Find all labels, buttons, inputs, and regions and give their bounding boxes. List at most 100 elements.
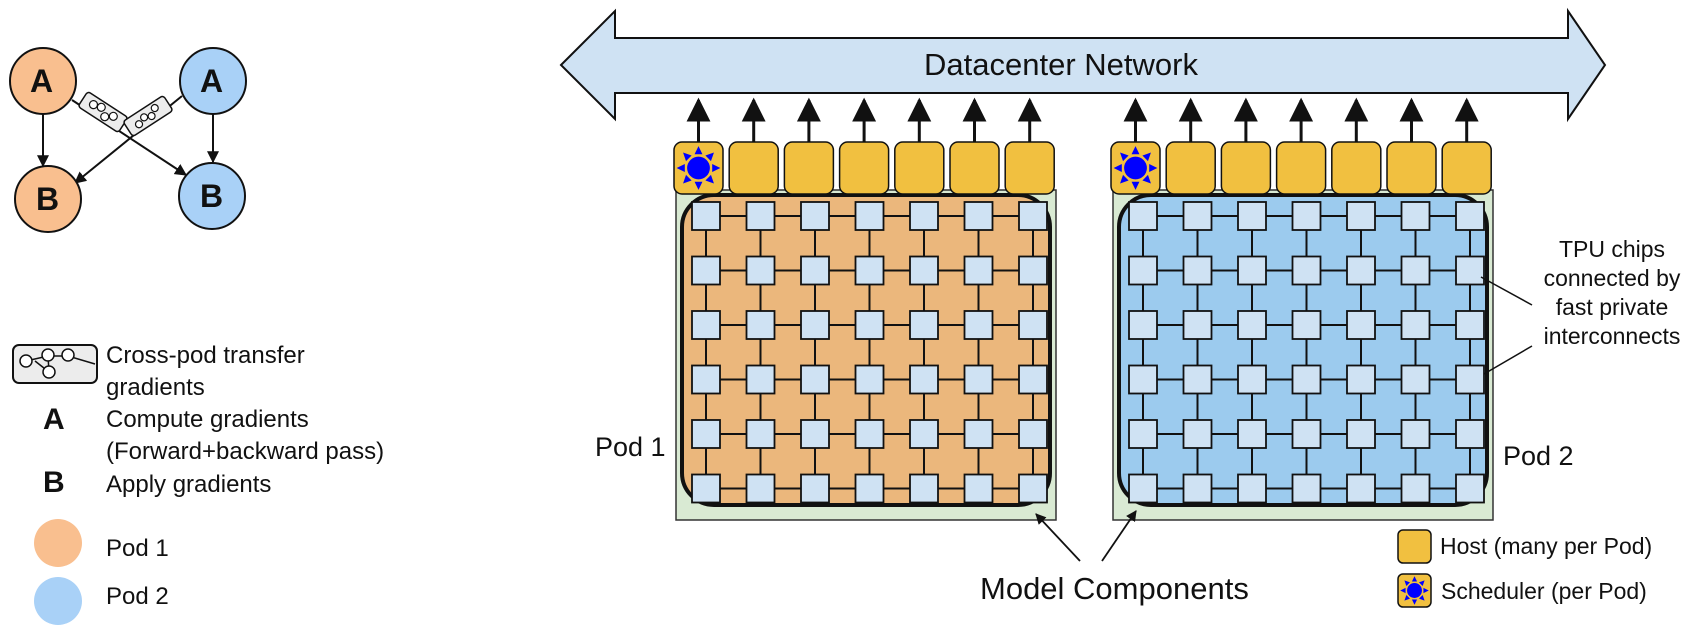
tpu-chip xyxy=(963,310,994,340)
legend-pod1-label: Pod 1 xyxy=(106,535,169,562)
sun-ray xyxy=(676,164,685,172)
legend-compute-label-2: (Forward+backward pass) xyxy=(106,438,385,465)
sun-ray xyxy=(1400,587,1406,594)
tpu-chip xyxy=(691,419,721,449)
tpu-chip xyxy=(1128,310,1158,340)
tpu-chip xyxy=(854,310,885,340)
host xyxy=(949,141,1000,195)
tpu-chip xyxy=(909,419,939,449)
tpu-chip xyxy=(800,364,830,395)
sun-core xyxy=(1407,583,1422,598)
sun-core xyxy=(687,156,710,180)
tpu-chip xyxy=(1455,201,1485,231)
tpu-chip xyxy=(909,255,939,286)
tpu-chip xyxy=(1455,473,1485,504)
tpu-chip xyxy=(745,310,776,340)
tpu-chip xyxy=(745,255,776,286)
tpu-chip xyxy=(1291,255,1322,286)
tpu-chip xyxy=(691,201,721,231)
cross-pod-transfer-icon xyxy=(78,91,128,133)
model-components-pointer-2 xyxy=(1101,510,1137,562)
tpu-chip xyxy=(909,473,939,504)
tpu-chip xyxy=(1346,419,1376,449)
sun-ray xyxy=(705,174,714,184)
legend-b-symbol: B xyxy=(43,466,65,499)
sun-ray xyxy=(1411,599,1418,605)
legend-pod1-circle xyxy=(34,519,82,567)
network-label: Datacenter Network xyxy=(924,47,1198,82)
tpu-chip xyxy=(1018,364,1048,395)
scheduler-icon xyxy=(676,146,721,190)
tpu-chip xyxy=(1291,473,1322,504)
legend-cross-pod-transfer-icon xyxy=(12,344,98,384)
pod2-node-a-label: A xyxy=(200,63,224,99)
tpu-chip xyxy=(1237,201,1267,231)
sun-ray xyxy=(1131,181,1140,190)
pod-1 xyxy=(673,97,1057,521)
sun-ray xyxy=(694,181,703,190)
tpu-chip xyxy=(1400,310,1431,340)
sun-ray xyxy=(712,164,721,172)
host xyxy=(1275,141,1327,195)
tpu-chip xyxy=(1400,473,1431,504)
tpu-chip xyxy=(800,310,830,340)
host xyxy=(1004,141,1055,195)
tpu-chip xyxy=(1400,419,1431,449)
tpu-chip xyxy=(1128,201,1158,231)
host xyxy=(894,141,945,195)
sun-ray xyxy=(683,174,692,184)
tpu-chip xyxy=(800,473,830,504)
tpu-chip xyxy=(1018,419,1048,449)
legend-apply-label: Apply gradients xyxy=(106,471,272,498)
tpu-chip xyxy=(1018,255,1048,286)
tpu-annotation-line-2: connected by xyxy=(1543,265,1681,291)
pod1-node-a xyxy=(9,47,77,115)
tpu-chip xyxy=(800,255,830,286)
pod1-label: Pod 1 xyxy=(595,432,666,462)
legend-scheduler-icon xyxy=(1397,573,1432,608)
tpu-chip xyxy=(800,419,830,449)
tpu-chip xyxy=(1291,419,1322,449)
tpu-chip xyxy=(1182,310,1213,340)
host xyxy=(728,141,779,195)
tpu-chip xyxy=(1182,473,1213,504)
legend-scheduler-label: Scheduler (per Pod) xyxy=(1441,578,1647,604)
sun-ray xyxy=(1120,152,1129,162)
tpu-chip xyxy=(909,310,939,340)
tpu-chip xyxy=(1128,473,1158,504)
tpu-chip xyxy=(745,364,776,395)
tpu-chip xyxy=(854,201,885,231)
sun-ray xyxy=(1419,595,1425,601)
tpu-chip xyxy=(854,255,885,286)
tpu-chip xyxy=(854,473,885,504)
sun-ray xyxy=(705,152,714,162)
model-component-area xyxy=(680,193,1052,507)
tpu-chip xyxy=(909,201,939,231)
tpu-chip xyxy=(1400,201,1431,231)
tpu-chip xyxy=(1455,364,1485,395)
tpu-chip xyxy=(1346,473,1376,504)
pod1-node-b xyxy=(14,165,82,233)
tpu-annotation: TPU chips connected by fast private inte… xyxy=(1532,235,1692,351)
scheduler-icon xyxy=(1113,146,1158,190)
host xyxy=(1386,141,1437,195)
tpu-chip xyxy=(1237,473,1267,504)
tpu-chip xyxy=(1182,255,1213,286)
tpu-chip xyxy=(1346,255,1376,286)
tpu-chip xyxy=(1291,364,1322,395)
legend-cross-pod-label-1: Cross-pod transfer xyxy=(106,342,305,369)
tpu-chip xyxy=(1346,364,1376,395)
legend-compute-label-1: Compute gradients xyxy=(106,406,309,433)
legend-a-symbol: A xyxy=(43,403,65,436)
host xyxy=(1165,141,1216,195)
tpu-chip xyxy=(1455,255,1485,286)
tpu-chip xyxy=(1291,310,1322,340)
tpu-chip xyxy=(1018,310,1048,340)
legend-host-label: Host (many per Pod) xyxy=(1440,533,1653,559)
sun-ray xyxy=(1411,576,1418,582)
sun-ray xyxy=(694,146,703,155)
tpu-chip xyxy=(1400,255,1431,286)
tpu-chip xyxy=(691,473,721,504)
sun-ray xyxy=(1142,174,1151,184)
tpu-chip xyxy=(963,201,994,231)
